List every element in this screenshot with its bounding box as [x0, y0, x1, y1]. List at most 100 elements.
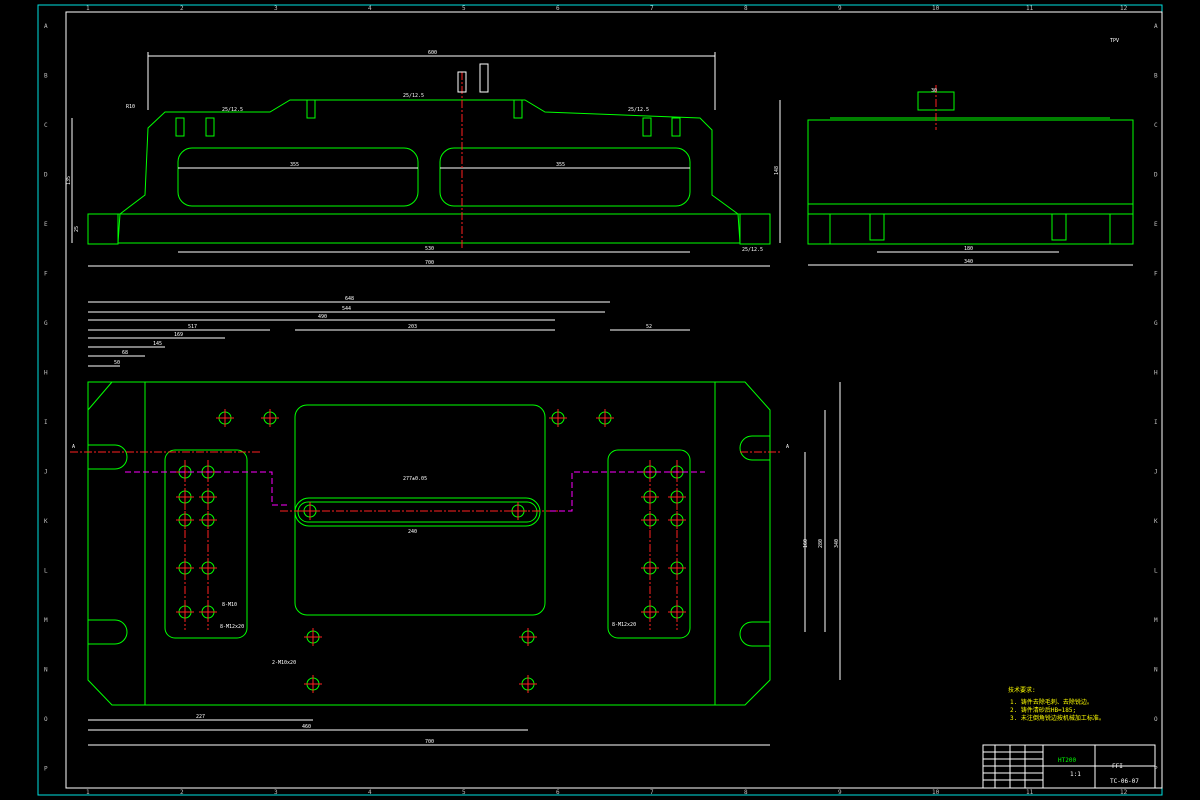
plan-center-pocket — [294, 404, 546, 616]
outer-border — [37, 4, 1163, 796]
zone-col-1: 1 — [86, 5, 90, 12]
zone-row-E: E — [44, 221, 48, 228]
zone-col-9: 9 — [838, 789, 842, 796]
zone-col-8: 8 — [744, 5, 748, 12]
title-block: HT200 FFI TC-06-07 1:1 — [982, 744, 1156, 789]
plan-view: 648 544 490 517 169 145 68 50 203 52 277… — [70, 296, 841, 746]
dim-68: 68 — [122, 350, 128, 356]
dim-700: 700 — [425, 739, 434, 745]
dim-240: 240 — [408, 529, 417, 535]
hole-crosshair-27 — [519, 675, 537, 693]
zone-row-P: P — [1154, 766, 1158, 773]
section-marker-left: A — [72, 444, 75, 450]
dim-slot-left: 355 — [290, 162, 299, 168]
zone-row-C: C — [1154, 122, 1158, 129]
hole-crosshair-9 — [199, 511, 217, 529]
dim-radius: R10 — [126, 104, 135, 110]
dim-50: 50 — [114, 360, 120, 366]
zone-row-B: B — [44, 73, 48, 80]
zone-row-K: K — [44, 518, 48, 525]
hole-crosshair-24 — [304, 628, 322, 646]
zone-col-6: 6 — [556, 789, 560, 796]
base-right — [739, 213, 771, 245]
plan-outline — [87, 381, 771, 706]
dim-648: 648 — [345, 296, 354, 302]
hole-crosshair-28 — [301, 502, 319, 520]
dim-bottom-width: 700 — [425, 260, 434, 266]
roughness-4: 25/12.5 — [742, 247, 763, 253]
zone-row-F: F — [44, 271, 48, 278]
note-2: 2. 铸件清砂后HB=185; — [1010, 706, 1076, 714]
side-view: 340 180 30 — [807, 85, 1134, 266]
dim-160: 160 — [803, 539, 809, 548]
zone-row-E: E — [1154, 221, 1158, 228]
note-3: 3. 未注倒角锐边按机械加工标准。 — [1010, 714, 1105, 722]
hole-crosshair-29 — [509, 502, 527, 520]
hole-crosshair-10 — [176, 559, 194, 577]
dim-top-width: 600 — [428, 50, 437, 56]
roughness-1: 25/12.5 — [222, 107, 243, 113]
dim-slot-right: 355 — [556, 162, 565, 168]
zone-row-I: I — [44, 419, 48, 426]
zone-col-5: 5 — [462, 5, 466, 12]
side-dim-inner: 180 — [964, 246, 973, 252]
zone-row-O: O — [44, 716, 48, 723]
hole-crosshair-22 — [641, 603, 659, 621]
zone-col-8: 8 — [744, 789, 748, 796]
zone-row-A: A — [44, 23, 48, 30]
hole-crosshair-1 — [261, 409, 279, 427]
zone-col-3: 3 — [274, 789, 278, 796]
cavity-right — [439, 147, 691, 207]
section-path — [125, 471, 705, 512]
hole-crosshair-20 — [641, 559, 659, 577]
dim-169: 169 — [174, 332, 183, 338]
hole-crosshair-11 — [199, 559, 217, 577]
dim-460: 460 — [302, 724, 311, 730]
dim-145: 145 — [153, 341, 162, 347]
thread-callout-1: 8-M10 — [222, 602, 237, 608]
hole-crosshair-13 — [199, 603, 217, 621]
hole-crosshair-2 — [549, 409, 567, 427]
zone-row-L: L — [44, 568, 48, 575]
plan-left-pad — [164, 449, 248, 639]
zone-col-9: 9 — [838, 5, 842, 12]
hole-crosshair-3 — [596, 409, 614, 427]
thread-callout-4: 2-M10x20 — [272, 660, 296, 666]
roughness-mark: TPV — [1110, 38, 1119, 44]
drawing-border — [65, 11, 1163, 789]
zone-col-7: 7 — [650, 5, 654, 12]
dim-mid-width: 530 — [425, 246, 434, 252]
hole-crosshair-19 — [668, 511, 686, 529]
dim-52: 52 — [646, 324, 652, 330]
notes-title: 技术要求: — [1008, 686, 1036, 694]
hole-pattern — [176, 409, 686, 693]
hole-crosshair-8 — [176, 511, 194, 529]
zone-row-J: J — [44, 469, 48, 476]
zone-row-M: M — [1154, 617, 1158, 624]
base-left — [87, 213, 119, 245]
hole-crosshair-7 — [199, 488, 217, 506]
hole-crosshair-17 — [668, 488, 686, 506]
zone-row-D: D — [1154, 172, 1158, 179]
dim-280: 280 — [818, 539, 824, 548]
cavity-left — [177, 147, 419, 207]
dim-490: 490 — [318, 314, 327, 320]
zone-col-2: 2 — [180, 5, 184, 12]
zone-col-1: 1 — [86, 789, 90, 796]
note-1: 1. 铸件去除毛刺、去除锐边。 — [1010, 698, 1093, 706]
zone-row-A: A — [1154, 23, 1158, 30]
zone-row-M: M — [44, 617, 48, 624]
section-marker-right: A — [786, 444, 789, 450]
zone-row-I: I — [1154, 419, 1158, 426]
dim-227: 227 — [196, 714, 205, 720]
zone-row-F: F — [1154, 271, 1158, 278]
zone-row-L: L — [1154, 568, 1158, 575]
zone-col-10: 10 — [932, 789, 940, 796]
zone-row-O: O — [1154, 716, 1158, 723]
thread-callout-2: 8-M12x20 — [220, 624, 244, 630]
zone-col-4: 4 — [368, 789, 372, 796]
zone-col-4: 4 — [368, 5, 372, 12]
dim-340: 340 — [834, 539, 840, 548]
